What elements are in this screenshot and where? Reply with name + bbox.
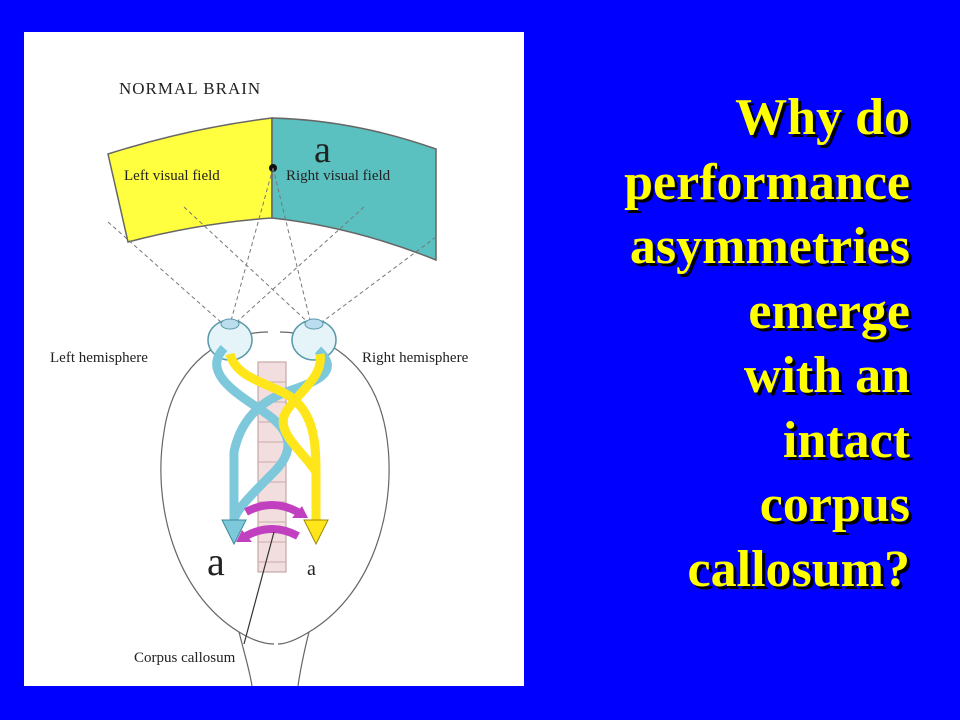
slide-question: Why do performance asymmetries emerge wi… — [510, 86, 910, 602]
right-output-letter: a — [307, 558, 316, 580]
question-line: with an — [743, 347, 910, 404]
right-hemisphere-label: Right hemisphere — [362, 350, 469, 366]
right-eye — [291, 318, 337, 361]
right-output-arrowhead — [303, 519, 329, 546]
question-line: corpus — [759, 476, 910, 533]
stimulus-letter: a — [314, 129, 331, 171]
left-output-letter: a — [207, 539, 225, 584]
normal-brain-diagram: NORMAL BRAIN Left visual field Right vis… — [50, 79, 469, 686]
right-field-label: Right visual field — [286, 168, 391, 184]
callosum-striations — [258, 381, 286, 563]
brain-figure: NORMAL BRAIN Left visual field Right vis… — [24, 32, 524, 686]
callosum-pointer-line — [243, 531, 275, 645]
callosum-arrowhead-left — [236, 530, 252, 542]
left-field-label: Left visual field — [124, 168, 220, 184]
question-line: Why do — [735, 89, 910, 146]
question-line: callosum? — [687, 540, 910, 598]
right-yellow-pathway — [278, 353, 325, 475]
question-line: asymmetries — [629, 218, 910, 275]
callosum-arrows — [244, 501, 300, 540]
question-line: emerge — [748, 282, 910, 340]
sight-lines — [107, 167, 437, 333]
left-yellow-pathway — [225, 352, 321, 522]
brain-outline — [160, 331, 390, 686]
callosum-arrowhead-right — [292, 506, 308, 518]
left-output-arrowhead — [221, 519, 247, 546]
right-visual-field — [271, 117, 437, 262]
question-line: performance — [624, 153, 910, 211]
question-line: intact — [782, 411, 910, 469]
figure-title: NORMAL BRAIN — [119, 79, 261, 98]
callosum-label: Corpus callosum — [134, 650, 236, 666]
left-hemisphere-label: Left hemisphere — [50, 350, 148, 366]
